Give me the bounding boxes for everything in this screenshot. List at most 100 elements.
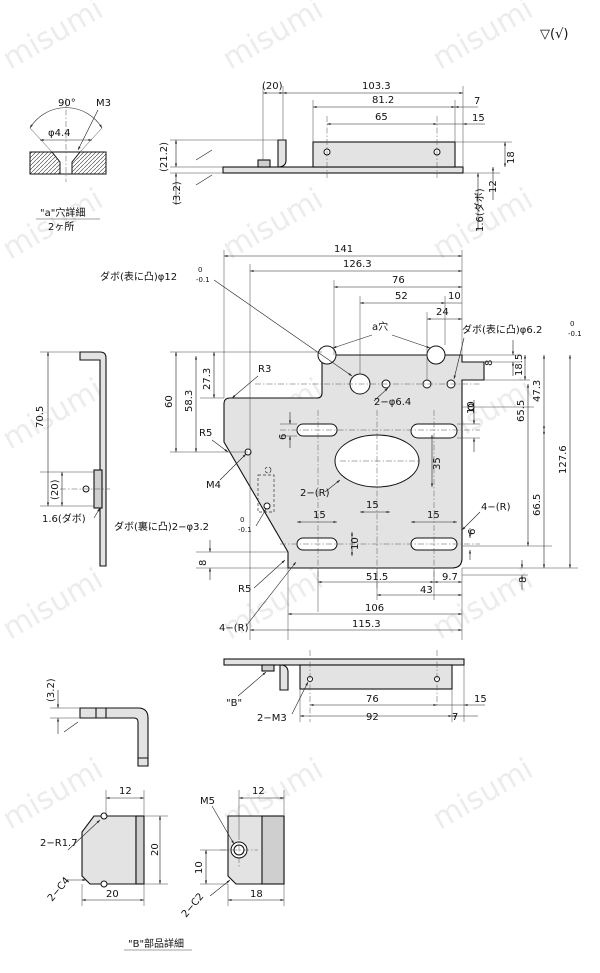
dim-127-6: 127.6 bbox=[558, 445, 569, 474]
dim-18-5: 18.5 bbox=[514, 354, 525, 376]
dim-20-width: 20 bbox=[106, 889, 119, 900]
dim-52: 52 bbox=[395, 291, 408, 302]
dim-24: 24 bbox=[436, 307, 449, 318]
dim-70-5: 70.5 bbox=[35, 406, 46, 428]
dim-58-3: 58.3 bbox=[184, 390, 195, 412]
thread-label: M3 bbox=[96, 98, 111, 109]
dim-43: 43 bbox=[420, 585, 433, 596]
dim-2-r1-7: 2−R1.7 bbox=[40, 838, 78, 849]
dim-20-height: 20 bbox=[150, 843, 161, 856]
watermark: misumi bbox=[427, 752, 540, 837]
dim-141: 141 bbox=[334, 244, 353, 255]
dim-2-c2: 2−C2 bbox=[180, 891, 206, 920]
dim-106: 106 bbox=[365, 603, 384, 614]
a-hole-label: a穴 bbox=[372, 320, 388, 333]
dim-126-3: 126.3 bbox=[343, 259, 372, 270]
dim-9-7: 9.7 bbox=[442, 572, 458, 583]
dabo-bump bbox=[426, 345, 446, 365]
dim-47-3: 47.3 bbox=[532, 380, 543, 402]
dim-65: 65 bbox=[375, 112, 388, 123]
hole-detail-title: "a"穴詳細 bbox=[40, 206, 85, 219]
watermark: misumi bbox=[217, 0, 330, 77]
side-view: 70.5 (20) 1.6(ダボ) bbox=[35, 351, 110, 567]
dabo-3-2-label: ダボ(裏に凸)2−φ3.2 bbox=[114, 520, 209, 533]
dim-18: 18 bbox=[506, 151, 517, 164]
dim-10-mid: 10 bbox=[466, 401, 477, 414]
dim-103-3: 103.3 bbox=[362, 81, 391, 92]
dim-4-r-right: 4−(R) bbox=[481, 502, 511, 513]
dim-8-left: 8 bbox=[198, 560, 209, 566]
dabo-12-tol-upper: 0 bbox=[198, 266, 202, 274]
dim-12-b1: 12 bbox=[119, 786, 132, 797]
dim-15: 15 bbox=[472, 113, 485, 124]
dim-21-2: (21.2) bbox=[159, 142, 170, 172]
bent-bracket-detail: (3.2) bbox=[46, 678, 149, 767]
dim-60: 60 bbox=[164, 395, 175, 408]
dim-15-center: 15 bbox=[366, 500, 379, 511]
dim-12-b2: 12 bbox=[252, 786, 265, 797]
dabo-6-2-label: ダボ(表に凸)φ6.2 bbox=[462, 323, 542, 336]
watermark: misumi bbox=[0, 562, 109, 647]
b-detail-title: "B"部品詳細 bbox=[128, 937, 184, 950]
angle-label: 90° bbox=[58, 98, 76, 109]
dim-2-phi-6-4: 2−φ6.4 bbox=[374, 397, 411, 408]
dim-20-side: (20) bbox=[50, 479, 61, 500]
watermark: misumi bbox=[217, 562, 330, 647]
dim-10-lower: 10 bbox=[350, 537, 361, 550]
dim-m4: M4 bbox=[206, 480, 221, 491]
b-part-detail: 12 20 2−R1.7 2−C4 20 12 M5 10 2−C2 18 bbox=[40, 786, 285, 951]
dim-slot-6: 6 bbox=[278, 434, 289, 440]
dim-10-top: 10 bbox=[448, 291, 461, 302]
dim-15-left: 15 bbox=[313, 510, 326, 521]
surface-finish-mark: ▽(√) bbox=[540, 27, 568, 42]
dim-7: 7 bbox=[474, 96, 480, 107]
dim-8-top: 8 bbox=[484, 360, 495, 366]
dim-81-2: 81.2 bbox=[372, 95, 394, 106]
dim-12: 12 bbox=[488, 180, 499, 193]
dim-r5-bottom: R5 bbox=[238, 584, 251, 595]
dabo-6-2-tol-upper: 0 bbox=[570, 320, 574, 328]
dim-92: 92 bbox=[366, 712, 379, 723]
dim-76-bottom: 76 bbox=[366, 694, 379, 705]
b-label: "B" bbox=[226, 698, 242, 709]
dabo-6-2-tol-lower: -0.1 bbox=[568, 330, 582, 338]
hole-a-detail: 90° M3 φ4.4 "a"穴詳細 2ヶ所 bbox=[29, 98, 111, 233]
top-view: (20) 103.3 81.2 7 65 15 (21.2) 18 (3.2) … bbox=[159, 81, 517, 232]
dim-66-5: 66.5 bbox=[532, 494, 543, 516]
dim-2-m3: 2−M3 bbox=[257, 713, 287, 724]
dim-2-r: 2−(R) bbox=[300, 488, 330, 499]
dim-35: 35 bbox=[432, 457, 443, 470]
counterbore-label: φ4.4 bbox=[48, 128, 71, 139]
dim-dabo-top: 1.6(ダボ) bbox=[473, 188, 486, 232]
dim-27-3: 27.3 bbox=[202, 368, 213, 390]
watermark: misumi bbox=[0, 372, 109, 457]
dabo-3-2 bbox=[263, 502, 271, 510]
dim-15-bottom: 15 bbox=[474, 694, 487, 705]
dim-3-2: (3.2) bbox=[172, 181, 183, 205]
watermark: misumi bbox=[427, 0, 540, 77]
dim-65-5: 65.5 bbox=[516, 400, 527, 422]
dim-dabo-side: 1.6(ダボ) bbox=[42, 512, 86, 525]
dabo-12-label: ダボ(表に凸)φ12 bbox=[100, 270, 177, 283]
dabo-12-tol-lower: -0.1 bbox=[196, 276, 210, 284]
hole-detail-qty: 2ヶ所 bbox=[48, 221, 74, 233]
bottom-view: 76 15 92 7 "B" 2−M3 bbox=[223, 650, 487, 724]
dim-20: (20) bbox=[262, 81, 283, 92]
dim-76: 76 bbox=[392, 275, 405, 286]
dim-2-c4: 2−C4 bbox=[46, 875, 72, 904]
dim-m5: M5 bbox=[200, 796, 215, 807]
dabo-bump bbox=[317, 345, 337, 365]
dim-4-r-bottom: 4−(R) bbox=[219, 623, 249, 634]
dim-7-bottom: 7 bbox=[452, 712, 458, 723]
dim-3-2-bent: (3.2) bbox=[46, 678, 57, 702]
dim-6-right: 6 bbox=[467, 529, 478, 535]
front-view: 141 126.3 76 52 10 24 a穴 ダボ(表に凸)φ12 0 -0… bbox=[100, 244, 582, 640]
dim-10-b: 10 bbox=[194, 861, 205, 874]
dabo-3-2-tol-upper: 0 bbox=[240, 516, 244, 524]
watermark: misumi bbox=[217, 182, 330, 267]
dim-15-right: 15 bbox=[427, 510, 440, 521]
dim-r5-top: R5 bbox=[199, 428, 212, 439]
dabo-3-2-tol-lower: -0.1 bbox=[238, 526, 252, 534]
dim-18-b: 18 bbox=[250, 889, 263, 900]
